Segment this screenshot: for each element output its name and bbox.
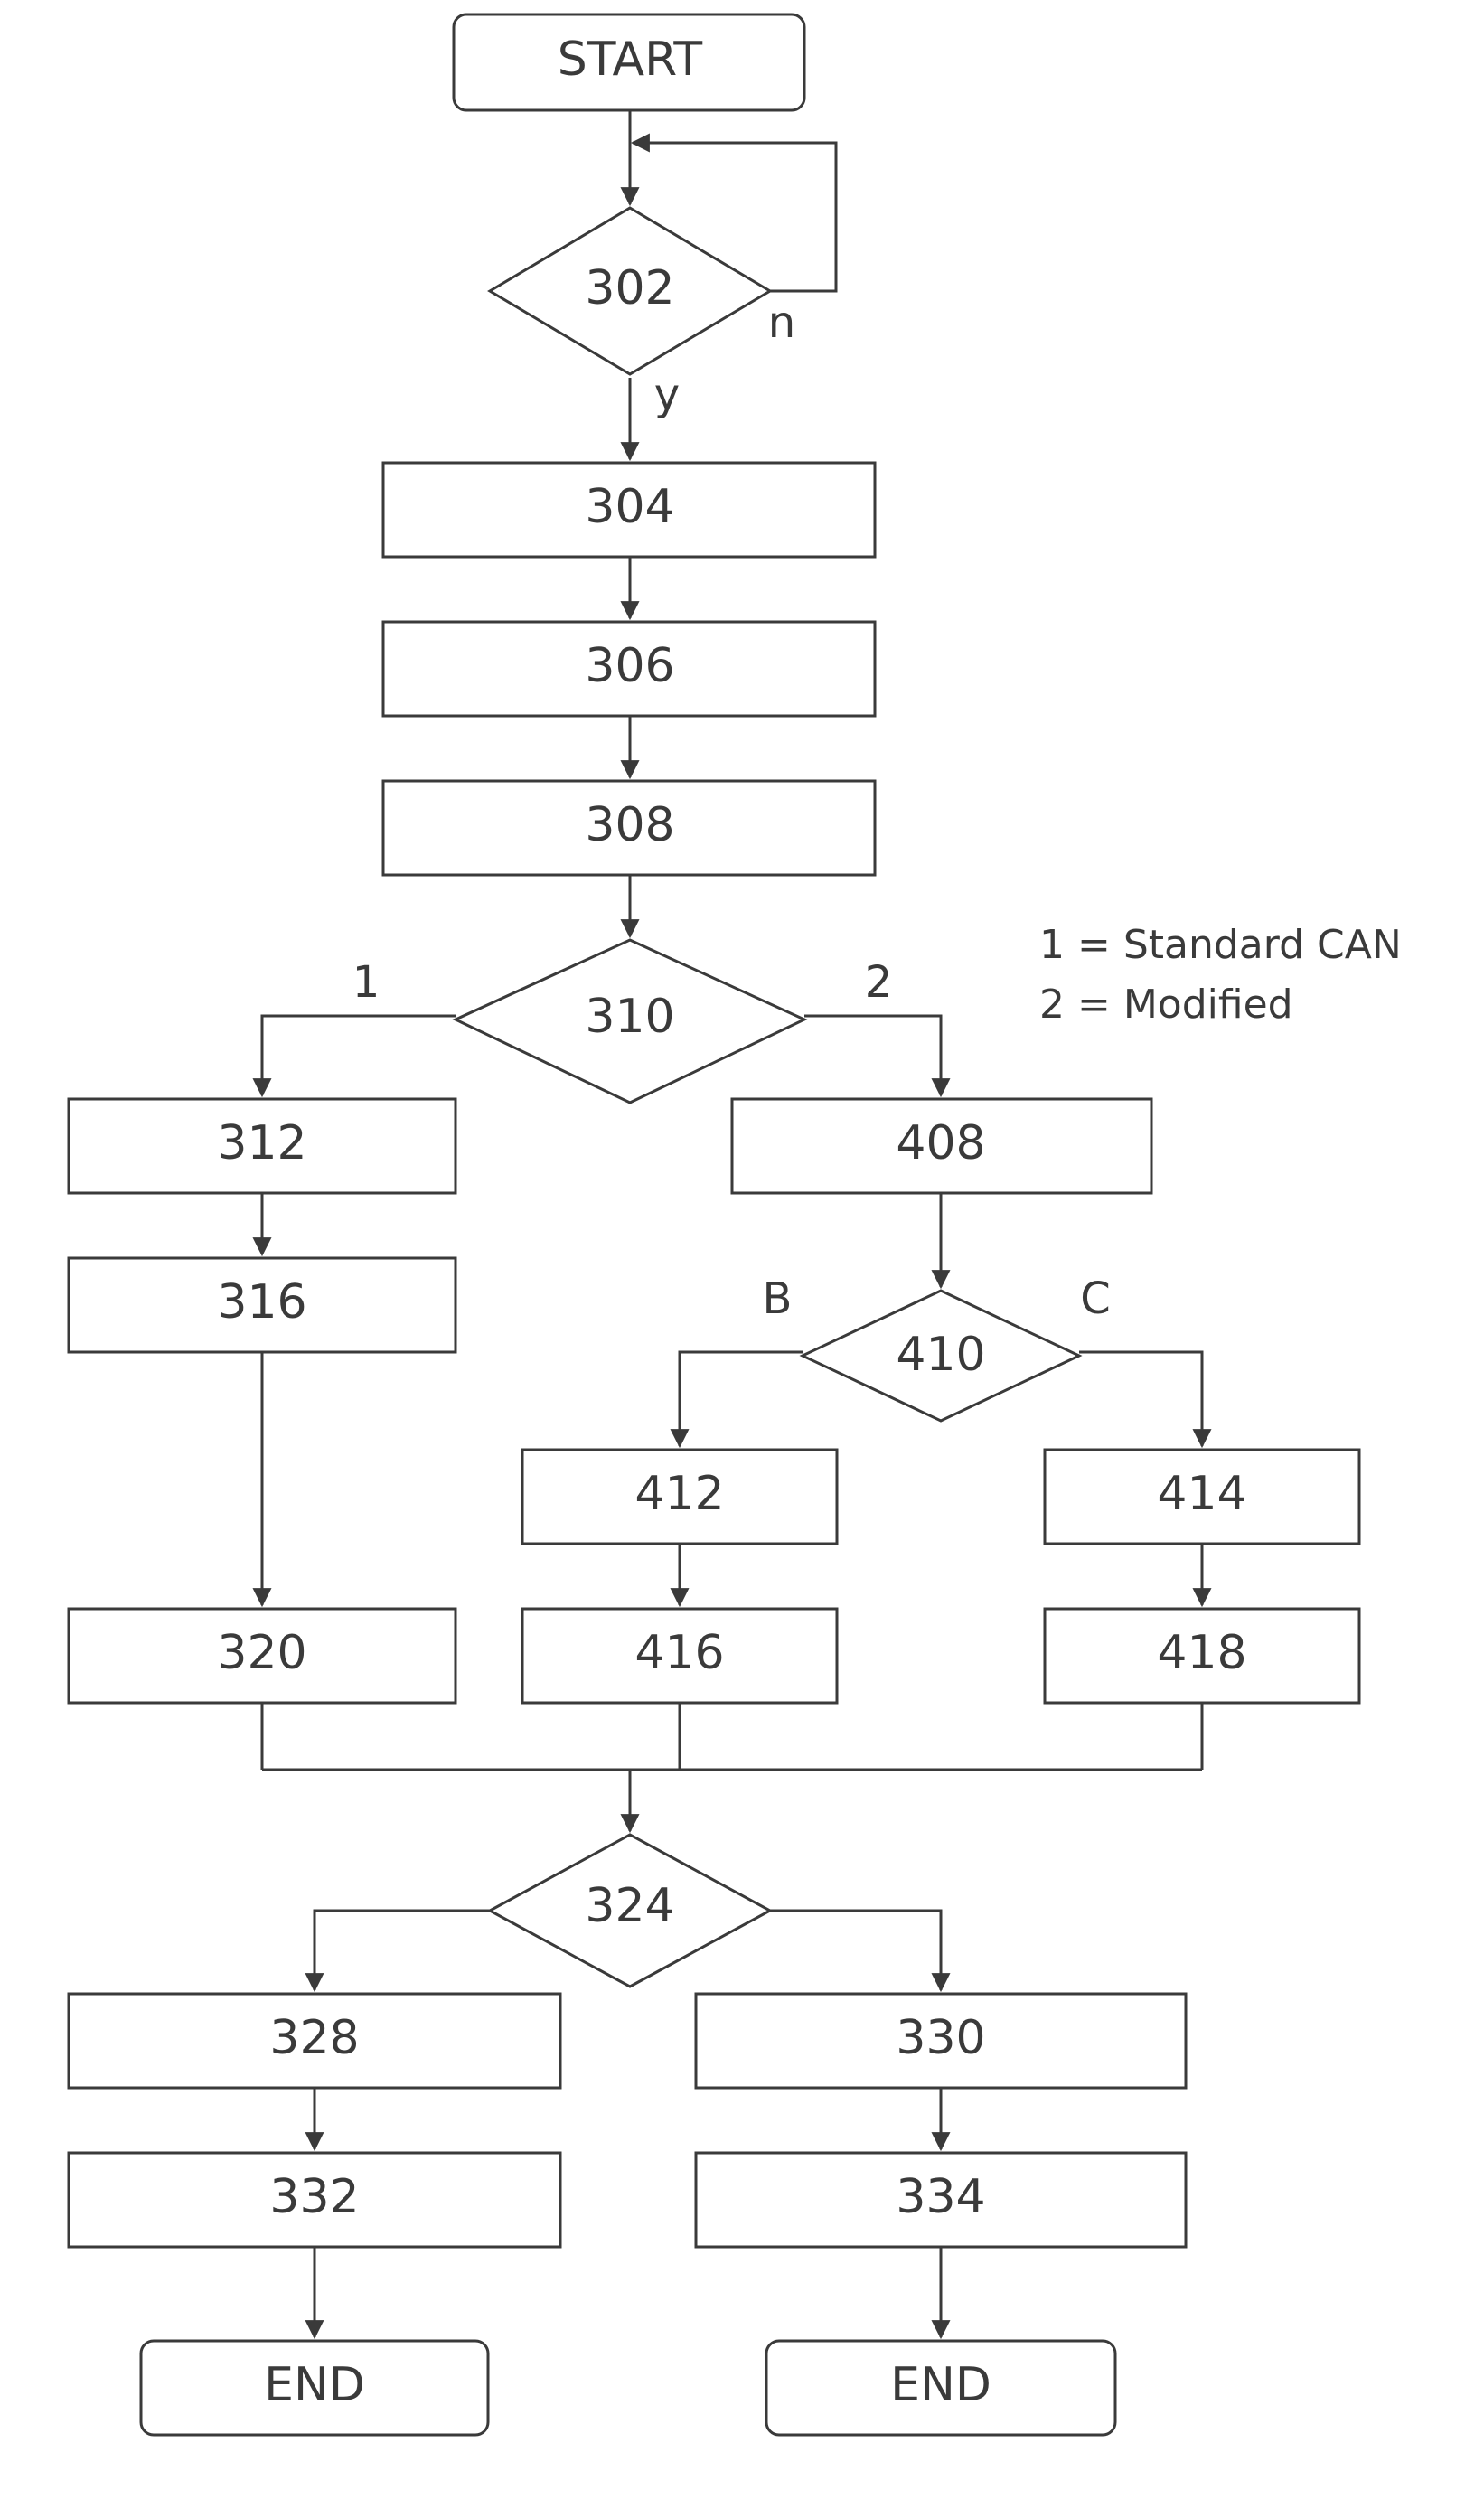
- step-306: 306: [383, 622, 875, 716]
- step-408-label: 408: [896, 1116, 985, 1170]
- step-304: 304: [383, 463, 875, 557]
- step-332: 332: [69, 2153, 560, 2247]
- step-308-label: 308: [585, 798, 674, 852]
- arrow-310-408: [804, 1016, 941, 1095]
- end-left-label: END: [264, 2358, 365, 2412]
- step-328: 328: [69, 1994, 560, 2088]
- step-414-label: 414: [1157, 1467, 1246, 1521]
- step-412: 412: [522, 1450, 837, 1544]
- arrow-324-328: [315, 1911, 490, 1990]
- end-node-left: END: [141, 2341, 488, 2435]
- step-316-label: 316: [217, 1275, 306, 1329]
- step-316: 316: [69, 1258, 456, 1352]
- decision-410: 410: [803, 1291, 1079, 1421]
- step-332-label: 332: [269, 2170, 359, 2224]
- end-node-right: END: [766, 2341, 1115, 2435]
- arrow-410-414: [1079, 1352, 1202, 1446]
- step-408: 408: [732, 1099, 1151, 1193]
- edge-label-c: C: [1080, 1273, 1111, 1324]
- step-418-label: 418: [1157, 1626, 1246, 1680]
- decision-410-label: 410: [896, 1328, 985, 1382]
- edge-label-y: y: [654, 370, 680, 420]
- step-328-label: 328: [269, 2011, 359, 2065]
- start-label: START: [558, 33, 703, 87]
- edge-label-b: B: [763, 1273, 793, 1324]
- step-320: 320: [69, 1609, 456, 1703]
- arrow-310-312: [262, 1016, 456, 1095]
- arrow-324-330: [770, 1911, 941, 1990]
- step-304-label: 304: [585, 480, 674, 534]
- decision-324: 324: [490, 1835, 770, 1987]
- legend-line-1: 1 = Standard CAN: [1039, 922, 1402, 968]
- step-312-label: 312: [217, 1116, 306, 1170]
- step-416-label: 416: [634, 1626, 724, 1680]
- edge-label-1: 1: [352, 957, 380, 1008]
- legend: 1 = Standard CAN 2 = Modified: [1039, 922, 1402, 1028]
- decision-302-label: 302: [585, 261, 674, 315]
- decision-324-label: 324: [585, 1879, 674, 1933]
- edge-label-n: n: [768, 297, 795, 348]
- step-306-label: 306: [585, 639, 674, 693]
- start-node: START: [454, 14, 804, 110]
- step-308: 308: [383, 781, 875, 875]
- decision-310-label: 310: [585, 990, 674, 1044]
- step-334: 334: [696, 2153, 1186, 2247]
- step-418: 418: [1045, 1609, 1359, 1703]
- step-330-label: 330: [896, 2011, 985, 2065]
- step-312: 312: [69, 1099, 456, 1193]
- legend-line-2: 2 = Modified: [1039, 982, 1293, 1028]
- step-320-label: 320: [217, 1626, 306, 1680]
- end-right-label: END: [890, 2358, 991, 2412]
- decision-302: 302: [490, 208, 770, 374]
- step-412-label: 412: [634, 1467, 724, 1521]
- step-414: 414: [1045, 1450, 1359, 1544]
- edge-label-2: 2: [865, 957, 893, 1008]
- step-330: 330: [696, 1994, 1186, 2088]
- decision-310: 310: [456, 940, 804, 1103]
- step-334-label: 334: [896, 2170, 985, 2224]
- arrow-410-412: [680, 1352, 803, 1446]
- step-416: 416: [522, 1609, 837, 1703]
